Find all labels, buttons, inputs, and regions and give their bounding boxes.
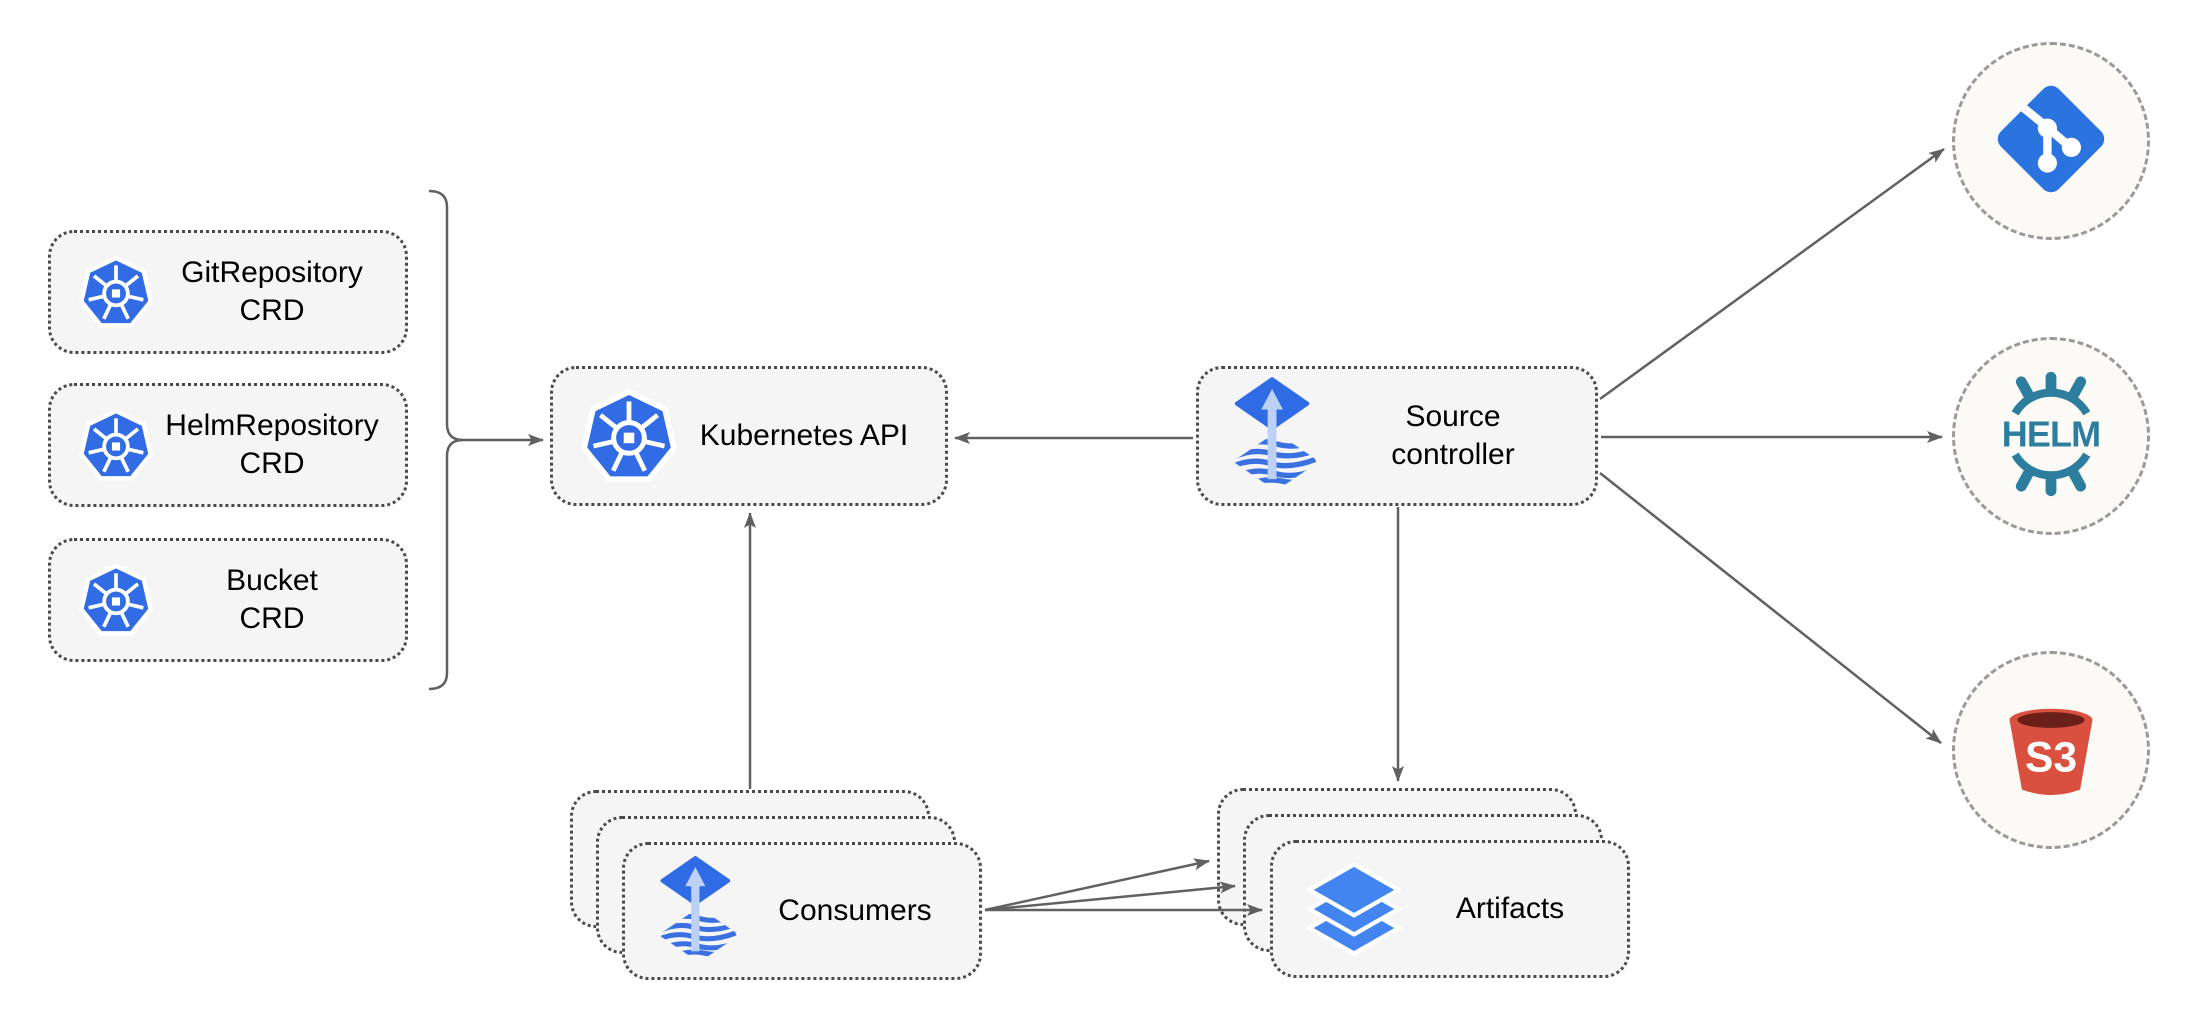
node-s3-source: S3 (1952, 651, 2150, 849)
flux-icon (653, 856, 745, 966)
kubernetes-icon (79, 408, 153, 482)
git-icon (1991, 79, 2111, 204)
arrow-consumers-to-artifacts-middle (984, 881, 1236, 912)
node-label: Artifacts (1455, 892, 1565, 925)
flux-icon (1227, 377, 1325, 495)
s3-bucket-icon: S3 (1995, 692, 2107, 809)
node-label: GitRepository CRD (181, 256, 363, 327)
kubernetes-icon (581, 388, 677, 484)
node-label: HelmRepository CRD (165, 409, 379, 480)
brace-crds (428, 438, 464, 691)
node-label: Kubernetes API (699, 419, 909, 452)
brace-crds (428, 189, 464, 442)
layers-icon (1301, 856, 1407, 962)
node-label: Bucket CRD (226, 564, 318, 635)
arrow-source-controller-to-s3 (1599, 472, 1942, 744)
node-gitrepository-crd: GitRepository CRD (48, 230, 408, 354)
node-label: Source controller (1391, 400, 1515, 471)
node-kubernetes-api: Kubernetes API (550, 366, 948, 506)
node-git-source (1952, 42, 2150, 240)
arrow-source-controller-to-git (1599, 147, 1945, 401)
node-consumers: Consumers (622, 842, 982, 980)
arrow-consumers-to-artifacts-back (984, 858, 1210, 912)
helm-label: HELM (2002, 413, 2100, 454)
node-source-controller: Source controller (1196, 366, 1598, 506)
kubernetes-icon (79, 255, 153, 329)
node-label: Consumers (778, 894, 932, 927)
kubernetes-icon (79, 563, 153, 637)
s3-label: S3 (2025, 733, 2077, 781)
node-helmrepository-crd: HelmRepository CRD (48, 383, 408, 507)
node-helm-source: HELM (1952, 337, 2150, 535)
node-bucket-crd: Bucket CRD (48, 538, 408, 662)
helm-icon: HELM (1988, 371, 2114, 502)
node-artifacts: Artifacts (1270, 840, 1630, 978)
